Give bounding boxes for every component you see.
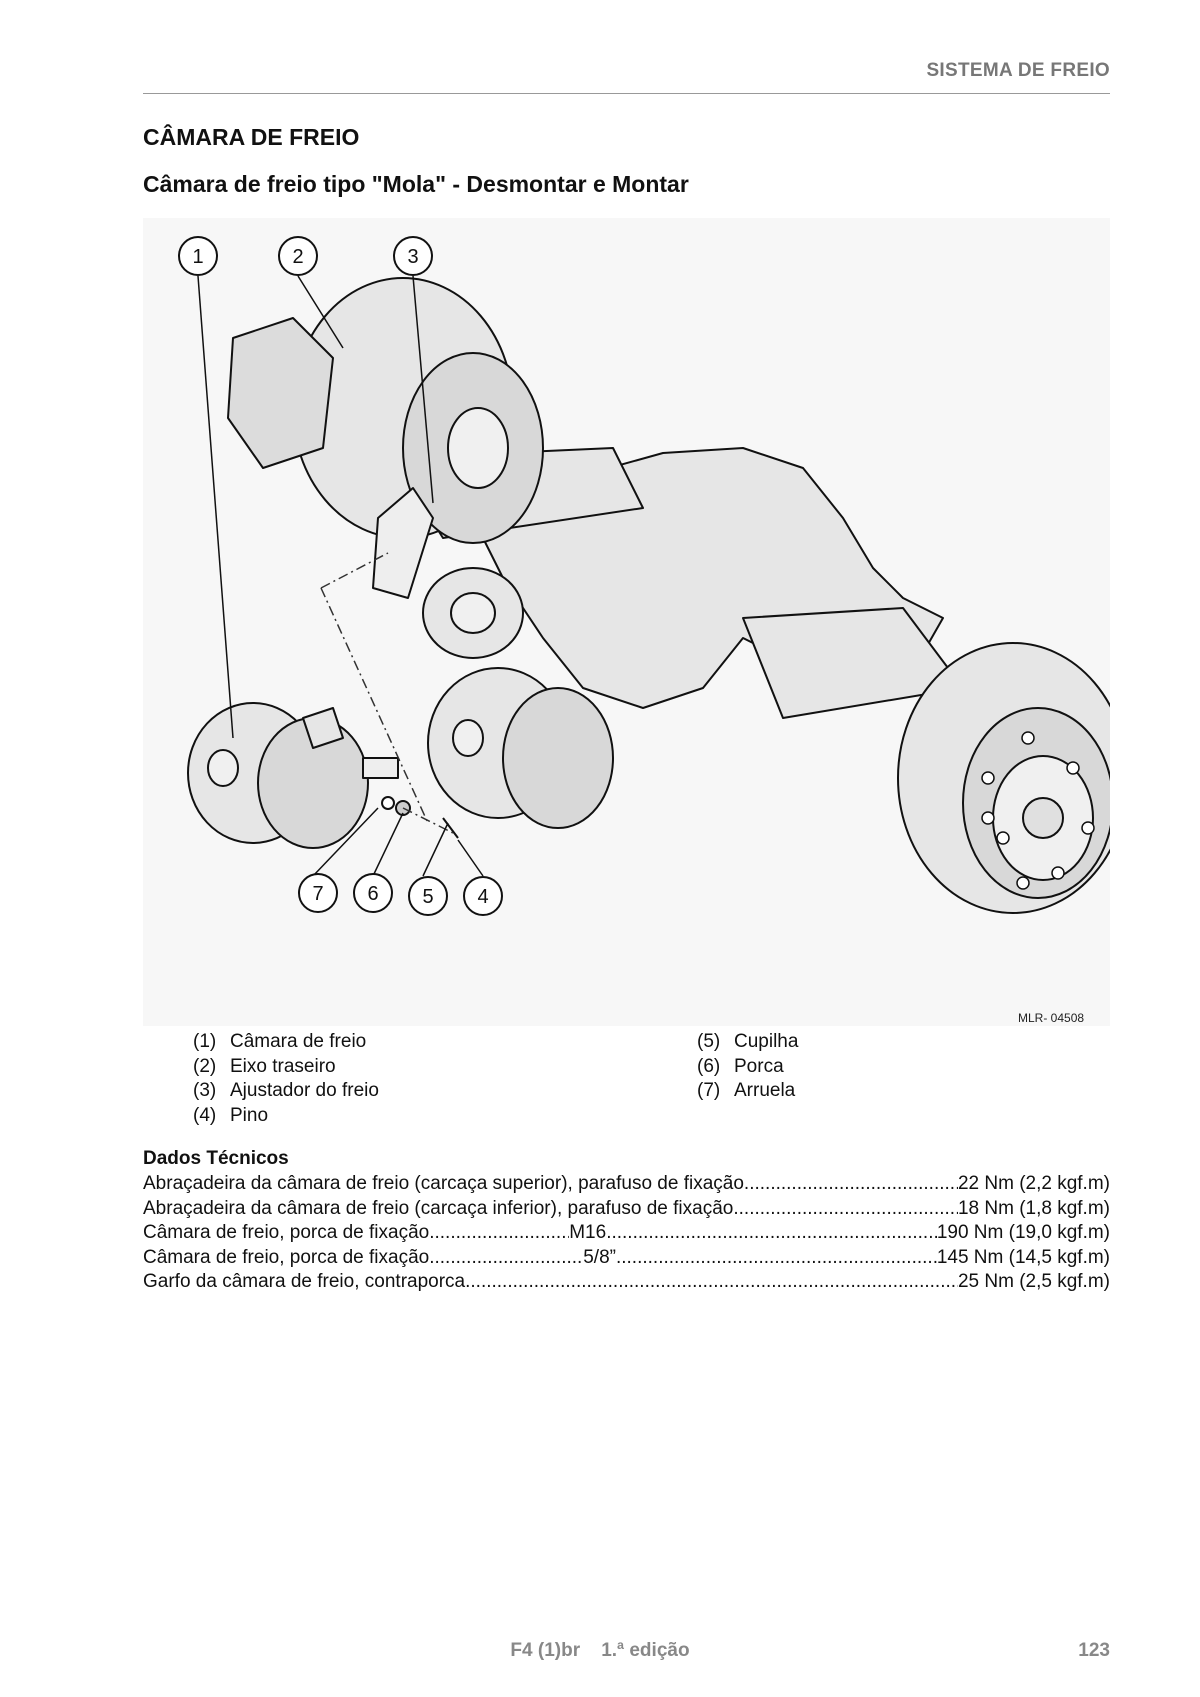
callout-1-label: 1 <box>192 246 203 268</box>
pin <box>442 817 459 839</box>
exploded-view-figure: 1 2 3 4 5 6 7 <box>143 218 1129 1026</box>
technical-data-title: Dados Técnicos <box>143 1148 289 1169</box>
footer-edition: F4 (1)br 1.ª edição <box>510 1640 690 1661</box>
technical-data-table: Abraçadeira da câmara de freio (carcaça … <box>143 1173 1110 1296</box>
legend-label: Ajustador do freio <box>230 1080 379 1101</box>
page-number: 123 <box>1078 1640 1110 1661</box>
callout-4-label: 4 <box>477 886 488 908</box>
dot-leader <box>429 1222 569 1244</box>
legend-label: Eixo traseiro <box>230 1055 336 1077</box>
dot-leader <box>733 1198 958 1220</box>
running-header: SISTEMA DE FREIO <box>926 60 1110 81</box>
callout-2: 2 <box>278 236 318 276</box>
legend-label: Porca <box>734 1055 784 1077</box>
callout-6: 6 <box>353 873 393 913</box>
spec-row: Abraçadeira da câmara de freio (carcaça … <box>143 1198 1110 1223</box>
spec-item: Abraçadeira da câmara de freio (carcaça … <box>143 1173 744 1194</box>
figure-code: MLR- 04508 <box>1018 1011 1085 1025</box>
legend-item: (5) Cupilha <box>697 1030 798 1055</box>
legend-number: (7) <box>697 1080 721 1101</box>
legend-number: (5) <box>697 1031 721 1052</box>
legend-label: Arruela <box>734 1080 796 1101</box>
spec-grade: 5/8” <box>583 1246 616 1268</box>
spec-value: 22 Nm (2,2 kgf.m) <box>957 1173 1110 1194</box>
dot-leader <box>616 1247 937 1269</box>
spec-row: Abraçadeira da câmara de freio (carcaça … <box>143 1173 1110 1198</box>
brake-adjuster <box>372 487 434 599</box>
callout-5: 5 <box>408 876 448 916</box>
washer <box>381 796 395 810</box>
page-title: CÂMARA DE FREIO <box>143 124 360 150</box>
legend-item: (4) Pino <box>193 1104 379 1129</box>
legend-number: (3) <box>193 1080 217 1101</box>
legend-label: Câmara de freio <box>230 1031 367 1052</box>
callout-5-label: 5 <box>422 886 433 908</box>
dot-leader <box>465 1271 958 1293</box>
spec-item: Garfo da câmara de freio, contraporca <box>143 1271 466 1292</box>
legend-number: (4) <box>193 1104 217 1126</box>
legend-label: Cupilha <box>734 1031 799 1052</box>
legend-item: (6) Porca <box>697 1055 798 1080</box>
legend-item: (2) Eixo traseiro <box>193 1055 379 1080</box>
spec-row: Câmara de freio, porca de fixação M16 19… <box>143 1222 1110 1247</box>
legend-right-column: (5) Cupilha (6) Porca (7) Arruela <box>697 1030 798 1104</box>
spec-value: 25 Nm (2,5 kgf.m) <box>957 1271 1110 1292</box>
header-rule <box>143 93 1110 94</box>
spec-grade: M16 <box>569 1222 607 1243</box>
callout-6-label: 6 <box>367 883 378 905</box>
legend-left-column: (1) Câmara de freio (2) Eixo traseiro (3) A… <box>193 1030 379 1128</box>
spec-value: 190 Nm (19,0 kgf.m) <box>936 1222 1110 1243</box>
left-hub <box>227 317 334 469</box>
legend-number: (6) <box>697 1055 721 1077</box>
legend-item: (1) Câmara de freio <box>193 1030 379 1055</box>
section-subtitle: Câmara de freio tipo "Mola" - Desmontar … <box>143 171 689 197</box>
legend-item: (3) Ajustador do freio <box>193 1079 379 1104</box>
callout-1: 1 <box>178 236 218 276</box>
callout-7: 7 <box>298 873 338 913</box>
spec-item: Câmara de freio, porca de fixação <box>143 1222 430 1243</box>
spec-item: Câmara de freio, porca de fixação <box>143 1246 430 1268</box>
spec-value: 18 Nm (1,8 kgf.m) <box>957 1197 1110 1219</box>
dot-leader <box>606 1222 937 1244</box>
spec-row: Câmara de freio, porca de fixação 5/8” 1… <box>143 1247 1110 1272</box>
legend-number: (2) <box>193 1055 217 1077</box>
callout-3: 3 <box>393 236 433 276</box>
legend-label: Pino <box>230 1104 269 1126</box>
legend-item: (7) Arruela <box>697 1079 798 1104</box>
dot-leader <box>744 1173 958 1195</box>
spec-item: Abraçadeira da câmara de freio (carcaça … <box>143 1197 734 1219</box>
callout-2-label: 2 <box>292 246 303 268</box>
spec-row: Garfo da câmara de freio, contraporca 25… <box>143 1271 1110 1296</box>
legend-number: (1) <box>193 1031 217 1052</box>
dot-leader <box>429 1247 583 1269</box>
callout-4: 4 <box>463 876 503 916</box>
callout-3-label: 3 <box>407 246 418 268</box>
spec-value: 145 Nm (14,5 kgf.m) <box>936 1246 1110 1268</box>
callout-7-label: 7 <box>312 883 323 905</box>
